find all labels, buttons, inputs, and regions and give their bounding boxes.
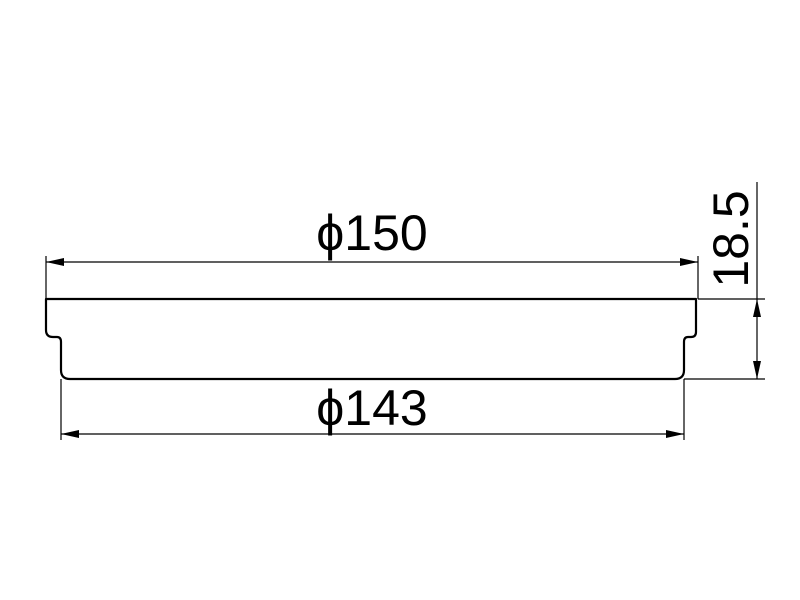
height-dimension-arrow-top [753, 299, 761, 317]
top-dimension-arrow-left [46, 258, 64, 266]
height-dimension-arrow-bottom [753, 361, 761, 379]
height-label: 18.5 [703, 190, 759, 287]
bottom-dimension-arrow-left [61, 430, 79, 438]
bottom-dimension-arrow-right [666, 430, 684, 438]
top-diameter-label: ϕ150 [316, 205, 427, 261]
top-dimension-arrow-right [680, 258, 698, 266]
part-outline [44, 297, 698, 381]
bottom-diameter-label: ϕ143 [316, 380, 427, 436]
